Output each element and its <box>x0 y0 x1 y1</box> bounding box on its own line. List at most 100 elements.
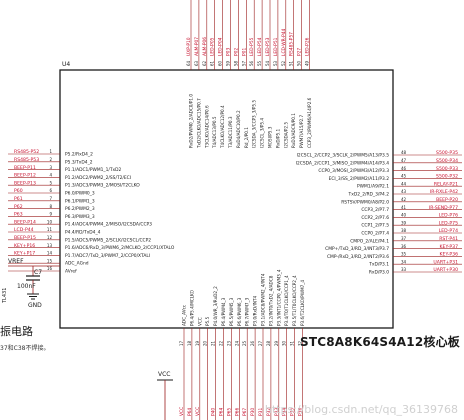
top-pin-number: 59 <box>226 60 231 66</box>
right-net-label: S500-P33 <box>436 166 458 172</box>
vcc-label: VCC <box>158 371 170 378</box>
left-pin-number: 10 <box>47 219 53 224</box>
left-pin-number: 11 <box>47 227 53 232</box>
right-pin-name: CCP1_2/P7.5 <box>361 223 389 229</box>
bottom-pin-group: ADC_AVcc17VCCP6.4/P5.4/MCLKO18P64VCC19VC… <box>179 269 305 420</box>
right-pin-number: 42 <box>401 197 407 202</box>
left-pin-name: P1.4/ADC4/PWM4_2/MISO/I2CSDA/CCP3 <box>65 222 152 228</box>
right-net-label: RELAY-P21 <box>434 181 458 187</box>
bottom-pin-name: VCC <box>197 317 202 326</box>
right-pin-number: 38 <box>401 228 407 233</box>
top-pin-name: PWM7/A15/P2.7 <box>299 115 304 148</box>
left-pin-name: P4.4/RD/TxD4_4 <box>65 230 101 236</box>
left-pin-name: P1.7/ADC7/TxD_3/PWM7_2/CCP0/XTALI <box>65 253 150 259</box>
top-pin-number: 56 <box>249 60 254 66</box>
bottom-pin-name: P6.7/PWM7_3 <box>245 297 250 326</box>
left-pin-number: 2 <box>49 157 52 162</box>
bottom-pin-number: 19 <box>195 340 200 346</box>
left-pin-number: 13 <box>47 243 53 248</box>
right-net-label: LED-P75 <box>439 220 458 226</box>
top-pin-name: TxD2/CLKO/ADC15/P0.7 <box>196 98 201 149</box>
left-pin-number: 8 <box>49 204 52 209</box>
right-pin-number: 37 <box>401 236 407 241</box>
top-pin-group: UXP-P1064RxD2/PWM0_2/ADC0/P1.0ALM-P0763T… <box>186 0 312 149</box>
left-pin-group: 1P5.2/RxD4_2RS485-P522P5.3/TxD4_2RS485-P… <box>8 149 175 275</box>
left-net-label: P63 <box>14 212 23 218</box>
top-net-label: P03 <box>226 48 232 56</box>
right-pin-name: RxD/P3.0 <box>369 270 389 276</box>
right-net-label: UART+P30 <box>433 267 458 273</box>
right-pin-number: 45 <box>401 174 407 179</box>
vcc-supply: VCC <box>157 371 173 420</box>
left-pin-number: 14 <box>47 251 53 256</box>
right-net-label: LED-P76 <box>439 213 458 219</box>
top-net-label: RS485-P57 <box>289 32 295 56</box>
right-pin-name: CCP2_2/P7.6 <box>361 215 389 221</box>
top-net-label: UXP-P10 <box>186 37 192 56</box>
top-pin-number: 61 <box>210 60 215 66</box>
gnd-label: GND <box>28 302 42 309</box>
top-pin-number: 49 <box>305 60 310 66</box>
bottom-pin-name: P4.0/WR_3/RxD2_2 <box>213 286 218 326</box>
left-pin-name: P1.3/ADC3/PWM3_2/MOSI/T2CLKO <box>65 183 140 189</box>
right-net-label: S500-P34 <box>436 158 458 164</box>
top-net-label: ALM-P07 <box>194 37 200 56</box>
left-pin-name: P1.2/ADC2/PWM2_2/SS/T2/ECI <box>65 175 131 181</box>
right-pin-number: 40 <box>401 213 407 218</box>
right-pin-name: CCP0_3/MOSI_2/PWM3/A12/P3.3 <box>318 168 389 174</box>
top-net-label: LED-P53 <box>265 37 271 56</box>
bottom-pin-number: 28 <box>266 340 271 346</box>
top-net-label: LED-P05 <box>210 37 216 56</box>
board-title: STC8A8K64S4A12核心板 <box>300 335 460 349</box>
cap-ref: C7 <box>34 269 42 276</box>
bottom-net-label: P67 <box>242 408 248 416</box>
right-net-label: BEEP-P20 <box>436 197 458 203</box>
left-pin-name: P5.3/TxD4_2 <box>65 159 93 165</box>
left-pin-number: 1 <box>49 149 52 154</box>
right-pin-number: 47 <box>401 158 407 163</box>
bottom-pin-number: 20 <box>203 340 208 346</box>
bottom-pin-name: P3.0/RxD/INT4 <box>253 295 258 326</box>
bottom-pin-number: 25 <box>242 340 247 346</box>
circuit-label: 振电路 <box>0 325 33 338</box>
top-pin-number: 52 <box>281 60 286 66</box>
left-pin-name: P1.1/ADC1/PWM1_1/TxD2 <box>65 167 122 173</box>
right-pin-name: ECI_3/SS_2/PWM2/A11/P3.2 <box>329 176 390 182</box>
bottom-pin-name: P6.4/PWM4_3 <box>221 297 226 326</box>
right-pin-name: CMPO_2/ALE/P4.1 <box>350 238 389 244</box>
left-net-label: BEEP-P12 <box>14 173 36 179</box>
top-pin-name: RxD4/ADC10/P0.2 <box>236 110 241 148</box>
chip-body <box>59 69 394 329</box>
left-pin-number: 4 <box>49 173 52 178</box>
top-pin-name: T4CLKO/ADC12/P0.4 <box>220 105 225 149</box>
bottom-net-label: VCC <box>179 407 185 416</box>
left-pin-name: P6.1/PWM1_3 <box>65 198 95 204</box>
right-pin-name: CMP+/TxD_3/RD_3/INT3/P3.7 <box>325 246 389 252</box>
top-pin-number: 57 <box>241 60 246 66</box>
bottom-pin-number: 18 <box>187 340 192 346</box>
top-pin-name: MOSI/P5.3 <box>268 126 273 148</box>
bottom-net-label: P36 <box>298 408 304 416</box>
left-net-label: KEY+P16 <box>14 243 35 249</box>
bottom-pin-name: P3.1/ADC8/PWM2_4/INT4 <box>261 273 266 326</box>
vref-label: VREF <box>8 258 24 265</box>
bottom-pin-number: 31 <box>290 340 295 346</box>
top-net-label: P01 <box>241 48 247 56</box>
bottom-pin-number: 23 <box>226 340 231 346</box>
top-pin-name: CCP3_2/PWM6/A14/P2.6 <box>307 97 312 148</box>
vref-part: TL431 <box>2 288 8 304</box>
left-pin-number: 7 <box>49 196 52 201</box>
top-net-label: P02 <box>233 48 239 56</box>
bottom-pin-number: 22 <box>219 340 224 346</box>
bottom-net-label: P32 <box>266 408 272 416</box>
bottom-net-label: P65 <box>226 408 232 416</box>
bottom-pin-number: 24 <box>234 340 239 346</box>
bottom-net-label: P64 <box>219 408 225 416</box>
top-pin-number: 63 <box>194 60 199 66</box>
top-net-label: LED-P51 <box>273 37 279 56</box>
top-pin-number: 60 <box>218 60 223 66</box>
top-pin-number: 50 <box>297 60 302 66</box>
bottom-pin-name: P3.4/T0/T1CLKO/CCP1_4 <box>284 275 289 326</box>
top-pin-name: Rd_2/P0.1 <box>244 127 249 148</box>
top-net-label: P27 <box>297 48 303 56</box>
